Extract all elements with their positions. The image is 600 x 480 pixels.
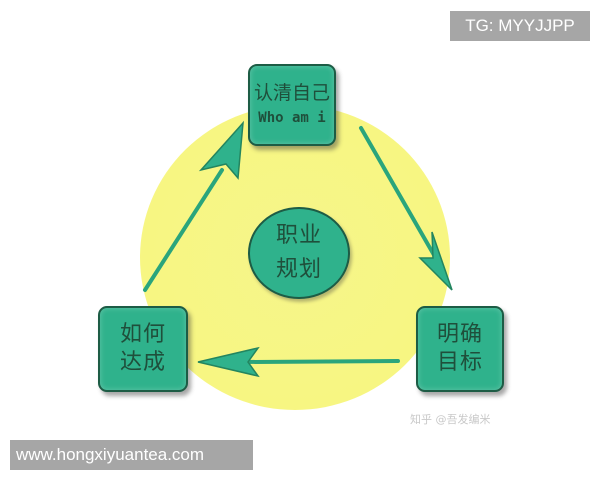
source-credit: 知乎 @吾发编米: [410, 413, 491, 426]
arrow-left-to-top: [143, 120, 244, 292]
center-node-career-planning: 职业 规划: [248, 207, 350, 299]
node-know-yourself: 认清自己 Who am i: [248, 64, 336, 146]
center-label-line1: 职业: [275, 223, 322, 248]
node-label: 认清自己: [253, 82, 330, 104]
arrow-top-to-right: [359, 126, 453, 291]
node-how-to-achieve: 如何 达成: [98, 306, 188, 392]
watermark-top-right: TG: MYYJJPP: [450, 11, 590, 41]
center-label-line2: 规划: [275, 257, 322, 282]
node-label-line2: 目标: [436, 350, 483, 375]
arrow-right-to-left: [197, 346, 400, 378]
node-define-goals: 明确 目标: [416, 306, 504, 392]
node-label-line1: 明确: [436, 322, 483, 347]
node-sublabel: Who am i: [258, 110, 326, 126]
watermark-bottom-left: www.hongxiyuantea.com: [10, 440, 253, 470]
node-label-line2: 达成: [119, 350, 166, 375]
node-label-line1: 如何: [119, 322, 166, 347]
